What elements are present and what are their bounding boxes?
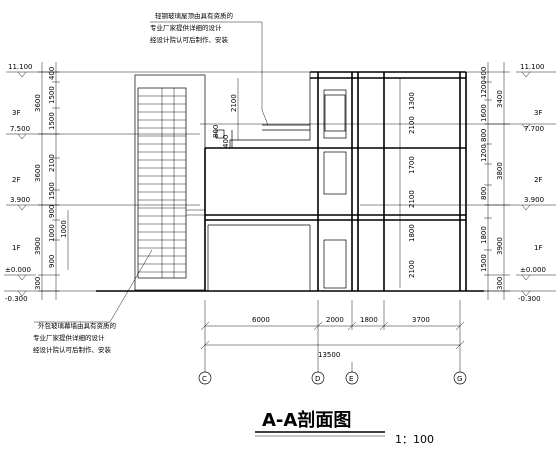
left-level-marks: 11.100 7.500 3.900 ±0.000 -0.300 (4, 63, 36, 303)
window-dim-2100-b: 2100 (408, 190, 416, 208)
left-dim-3600-b: 3600 (34, 164, 42, 182)
roof-note-line-3: 经设计院认可后制作、安装 (150, 35, 229, 44)
left-dimension-chains: 3600 3600 3900 300 400 1500 1500 2100 15… (34, 62, 69, 300)
axis-label-d: D (315, 375, 320, 383)
left-dim-300: 300 (34, 277, 42, 290)
right-inner-dim-1500: 1500 (480, 254, 488, 272)
axis-label-g: G (457, 375, 462, 383)
building-section (96, 71, 484, 292)
right-level-11100: 11.100 (520, 63, 545, 71)
drawing-title: A-A剖面图 (262, 409, 351, 431)
right-level-0: ±0.000 (520, 266, 546, 274)
left-inner-dim-900-b: 900 (48, 255, 56, 268)
roof-note-line-2: 专业厂家提供详细的设计 (150, 23, 222, 32)
left-level-3900: 3.900 (10, 196, 30, 204)
right-level-minus-0300: -0.300 (518, 295, 541, 303)
axis-bubble-c (198, 371, 212, 385)
left-floor-1f: 1F (12, 244, 20, 252)
left-inner-dim-400: 400 (48, 67, 56, 80)
curtain-note-line-3: 经设计院认可后制作、安装 (33, 345, 112, 354)
level-reference-lines (36, 71, 516, 292)
left-inner-dim-1000: 1000 (48, 224, 56, 242)
right-inner-dim-1200-a: 1200 (480, 80, 488, 98)
left-level-11100: 11.100 (8, 63, 33, 71)
axis-label-e: E (349, 375, 353, 383)
right-dim-3400: 3400 (496, 90, 504, 108)
left-inner-dim-1500-a: 1500 (48, 86, 56, 104)
parapet-dim-2100: 2100 (230, 94, 238, 112)
window-dim-1700: 1700 (408, 156, 416, 174)
axis-bubble-g (453, 371, 467, 385)
window-dim-2100-c: 2100 (408, 260, 416, 278)
left-dim-3600-a: 3600 (34, 94, 42, 112)
right-dim-3900: 3900 (496, 237, 504, 255)
right-level-3900: 3.900 (524, 196, 544, 204)
left-inner-dim-1500-b: 1500 (48, 112, 56, 130)
curtain-wall-block (134, 74, 206, 291)
small-dim-400: 400 (222, 135, 230, 148)
span-2000: 2000 (326, 316, 344, 324)
drawing-scale: 1：100 (395, 433, 434, 446)
left-floor-3f: 3F (12, 109, 20, 117)
span-total-13500: 13500 (318, 351, 340, 359)
left-level-0: ±0.000 (5, 266, 31, 274)
axis-bubble-d (311, 371, 325, 385)
roof-note-line-1: 轻钢玻璃屋顶由具有资质的 (155, 11, 234, 20)
left-inner-dim-900-a: 900 (48, 205, 56, 218)
section-internal-dims: 2100 800 400 1300 2100 1700 2100 1800 21… (212, 78, 416, 288)
span-3700: 3700 (412, 316, 430, 324)
left-dim-3900: 3900 (34, 237, 42, 255)
roof-note: 轻钢玻璃屋顶由具有资质的 专业厂家提供详细的设计 经设计院认可后制作、安装 (150, 11, 269, 126)
left-inner-dim-1500-c: 1500 (48, 182, 56, 200)
right-inner-dim-400: 400 (480, 67, 488, 80)
left-inner-dim-2100: 2100 (48, 154, 56, 172)
curtain-note-line-1: 外包玻璃幕墙由具有资质的 (38, 321, 117, 330)
right-floor-2f: 2F (534, 176, 542, 184)
right-inner-dim-1800: 1800 (480, 226, 488, 244)
drawing-title-block: A-A剖面图 1：100 (255, 409, 434, 446)
window-dim-1800: 1800 (408, 224, 416, 242)
small-dim-800: 800 (212, 125, 220, 138)
left-floor-2f: 2F (12, 176, 20, 184)
left-level-7500: 7.500 (10, 125, 30, 133)
right-floor-1f: 1F (534, 244, 542, 252)
right-inner-dim-800-b: 800 (480, 187, 488, 200)
window-dim-2100-a: 2100 (408, 116, 416, 134)
right-floor-3f: 3F (534, 109, 542, 117)
window-dim-1300: 1300 (408, 92, 416, 110)
plan-dimensions: 6000 2000 1800 3700 13500 (200, 300, 465, 362)
right-dim-300: 300 (496, 277, 504, 290)
right-level-7700: 7.700 (524, 125, 544, 133)
span-6000: 6000 (252, 316, 270, 324)
right-inner-dim-1600: 1600 (480, 104, 488, 122)
right-inner-dim-800-a: 800 (480, 129, 488, 142)
right-dim-3800: 3800 (496, 162, 504, 180)
axis-label-c: C (202, 375, 207, 383)
roof-note-leader (150, 21, 269, 126)
axis-bubble-e (345, 371, 359, 385)
floor-labels: 3F 2F 1F 3F 2F 1F (12, 109, 542, 252)
left-level-minus-0300: -0.300 (5, 295, 28, 303)
axis-markers: C D E G (198, 362, 467, 385)
right-inner-dim-1200-b: 1200 (480, 144, 488, 162)
curtain-note-line-2: 专业厂家提供详细的设计 (33, 333, 105, 342)
right-dimension-chains: 400 1200 1600 800 1200 800 1800 1500 340… (480, 62, 510, 300)
span-1800: 1800 (360, 316, 378, 324)
right-level-marks: 11.100 7.700 3.900 ±0.000 -0.300 (516, 63, 556, 303)
left-extra-dim-1000: 1000 (60, 220, 68, 238)
